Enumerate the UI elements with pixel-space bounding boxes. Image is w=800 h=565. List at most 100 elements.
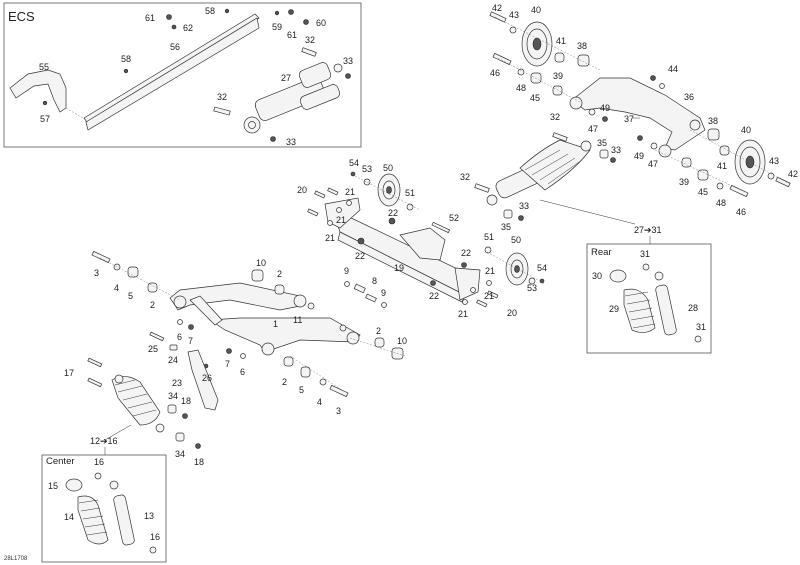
nut-part-7[interactable] [188,324,194,330]
nut-part-54-lower[interactable] [539,278,545,284]
center-shock-part-12-16[interactable] [111,374,165,433]
nut-part-22-top[interactable] [388,217,396,225]
bolt-part-20-c[interactable] [307,208,319,217]
bushing-part-16[interactable] [94,472,102,480]
nut-part-18[interactable] [182,413,188,419]
washer-part-11[interactable] [307,302,315,310]
spacer-part-24[interactable] [169,344,178,351]
washer-part-53[interactable] [363,178,371,186]
clip-part-61-right[interactable] [288,9,294,15]
screw-part-59[interactable] [274,10,280,16]
nut-part-33-top[interactable] [610,157,616,163]
spacer-part-34-lower[interactable] [175,432,185,442]
bolt-part-20-e[interactable] [476,299,488,308]
spacer-part-51-lower[interactable] [484,246,492,254]
washer-part-4-lower[interactable] [319,378,327,386]
washer-part-21-c[interactable] [327,220,333,226]
spacer-part-39-lower[interactable] [681,157,692,168]
bolt-part-46[interactable] [492,52,512,66]
washer-part-21-d[interactable] [486,280,492,286]
bolt-part-32-shock[interactable] [474,183,490,193]
washer-part-21-e[interactable] [470,287,476,293]
spacer-part-34[interactable] [167,404,177,414]
spacer-part-2-right[interactable] [374,337,385,348]
bushing-part-45-lower[interactable] [697,169,709,181]
washer-part-43[interactable] [509,26,517,34]
washer-part-47-lower[interactable] [650,142,658,150]
nut-part-33[interactable] [345,73,351,79]
spacer-part-2-upper[interactable] [274,284,285,295]
spacer-part-51[interactable] [406,203,414,211]
washer-part-9-lower[interactable] [381,302,387,308]
bolt-part-20-b[interactable] [327,187,339,196]
washer-part-21-a[interactable] [346,200,352,206]
nut-part-49[interactable] [602,116,608,122]
washer-part-48[interactable] [517,68,525,76]
nut-part-33-lower[interactable] [270,136,276,142]
nut-part-7-lower[interactable] [226,348,232,354]
spring-part-29[interactable] [623,288,656,333]
screw-part-58[interactable] [123,68,129,74]
ecs-shock-part-27[interactable] [243,61,343,134]
nut-part-49-lower[interactable] [637,135,643,141]
bolt-part-32-lower[interactable] [213,106,231,116]
washer-part-48-lower[interactable] [716,182,724,190]
spacer-part-41-lower[interactable] [719,145,730,156]
idler-wheel-part-40-top[interactable] [521,21,553,67]
spacer-part-41[interactable] [554,52,565,63]
nut-part-22-right[interactable] [461,262,467,268]
bushing-part-31[interactable] [642,263,650,271]
bolt-part-17-lower[interactable] [87,377,103,388]
screw-part-57[interactable] [42,100,48,106]
washer-part-6-lower[interactable] [240,353,246,359]
bolt-part-20-d[interactable] [487,290,499,299]
bolt-part-3-lower[interactable] [329,384,349,398]
bolt-part-25[interactable] [149,331,165,342]
bolt-part-20-a[interactable] [314,190,326,199]
washer-part-6[interactable] [177,319,183,325]
bushing-part-31-lower[interactable] [694,335,702,343]
spring-seat-part-30[interactable] [609,269,627,283]
nut-part-60[interactable] [303,19,309,25]
spacer-part-35[interactable] [503,209,513,219]
shock-part-28[interactable] [654,271,677,336]
washer-part-47[interactable] [588,108,596,116]
clip-part-61[interactable] [166,14,172,20]
nut-part-22[interactable] [357,237,365,245]
idler-wheel-part-50-bottom[interactable] [505,252,529,286]
stopper-strap-part-23[interactable] [187,349,219,411]
pin-part-52[interactable] [431,221,451,234]
bushing-part-10[interactable] [251,269,264,282]
spacer-part-35-top[interactable] [599,149,609,159]
spacer-part-2[interactable] [147,282,158,293]
bushing-part-5[interactable] [127,266,139,278]
bolt-part-42-lower[interactable] [775,176,791,188]
spacer-part-39[interactable] [552,85,563,96]
washer-part-9[interactable] [344,281,350,287]
bolt-part-46-lower[interactable] [729,184,749,198]
spring-part-14[interactable] [77,495,109,545]
bushing-part-45[interactable] [530,72,542,84]
rear-shock-part-27-31[interactable] [486,139,592,206]
bushing-part-16-lower[interactable] [149,546,157,554]
nut-part-18-lower[interactable] [195,443,201,449]
washer-part-21-f[interactable] [462,299,468,305]
nut-part-22-lower[interactable] [430,280,436,286]
bolt-part-3[interactable] [91,250,111,264]
bolt-part-42[interactable] [489,11,507,23]
bolt-part-17[interactable] [87,357,103,368]
bracket-part-55[interactable] [9,69,67,113]
spring-seat-part-15[interactable] [65,478,83,492]
washer-part-43-lower[interactable] [767,172,775,180]
washer-part-53-lower[interactable] [528,277,536,285]
washer-part-21-b[interactable] [336,207,342,213]
nut-part-33-shock[interactable] [518,215,524,221]
idler-wheel-part-50-top[interactable] [377,173,401,207]
spacer-part-2-lower[interactable] [283,356,294,367]
shock-part-13[interactable] [109,480,135,546]
bushing-part-38[interactable] [577,54,590,67]
pin-part-8[interactable] [353,283,366,294]
pin-part-8-b[interactable] [365,293,377,303]
rear-arm-part-36[interactable] [571,77,706,151]
bolt-part-32-top[interactable] [552,132,568,142]
